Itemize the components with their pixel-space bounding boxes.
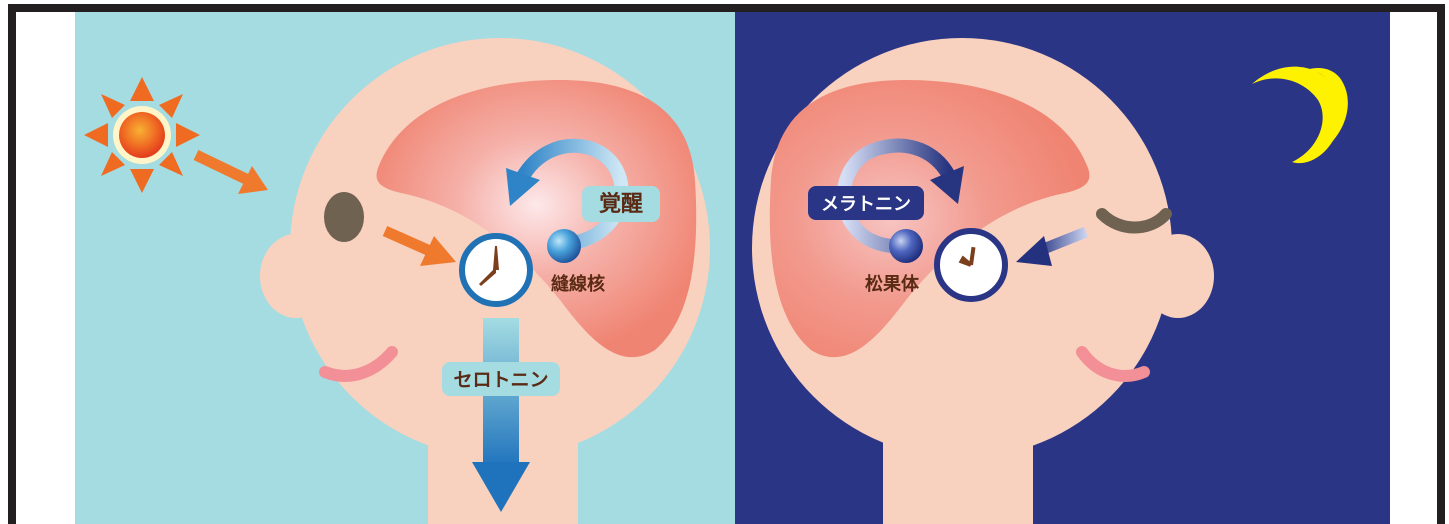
wake-label-box: 覚醒 — [582, 186, 660, 222]
melatonin-label: メラトニン — [821, 194, 911, 215]
eye-icon — [324, 192, 364, 242]
serotonin-label-box: セロトニン — [442, 362, 560, 396]
day-smile — [319, 346, 398, 382]
sunlight-arrow — [193, 150, 268, 194]
clock-icon — [459, 233, 533, 307]
wake-label: 覚醒 — [599, 191, 643, 217]
moon-icon-glow — [1300, 68, 1348, 162]
eye-to-clock-arrow — [382, 225, 456, 266]
closed-eye-icon — [1096, 208, 1172, 234]
pineal-gland-label: 松果体 — [865, 273, 920, 295]
night-smile — [1076, 346, 1150, 382]
night-signal-arrow — [1016, 226, 1089, 266]
melatonin-label-box: メラトニン — [808, 186, 924, 220]
melatonin-cycle-arrow — [837, 138, 964, 253]
day-brain — [376, 80, 697, 358]
clock-icon — [934, 228, 1008, 302]
wake-cycle-arrow — [506, 138, 629, 251]
raphe-nucleus-ball — [547, 229, 581, 263]
sun-icon — [84, 77, 200, 193]
night-brain — [769, 80, 1090, 358]
pineal-gland-ball — [889, 229, 923, 263]
raphe-nucleus-label: 縫線核 — [551, 273, 605, 295]
moon-icon — [1252, 66, 1341, 164]
outer-frame — [8, 4, 1445, 524]
serotonin-label: セロトニン — [453, 369, 548, 391]
